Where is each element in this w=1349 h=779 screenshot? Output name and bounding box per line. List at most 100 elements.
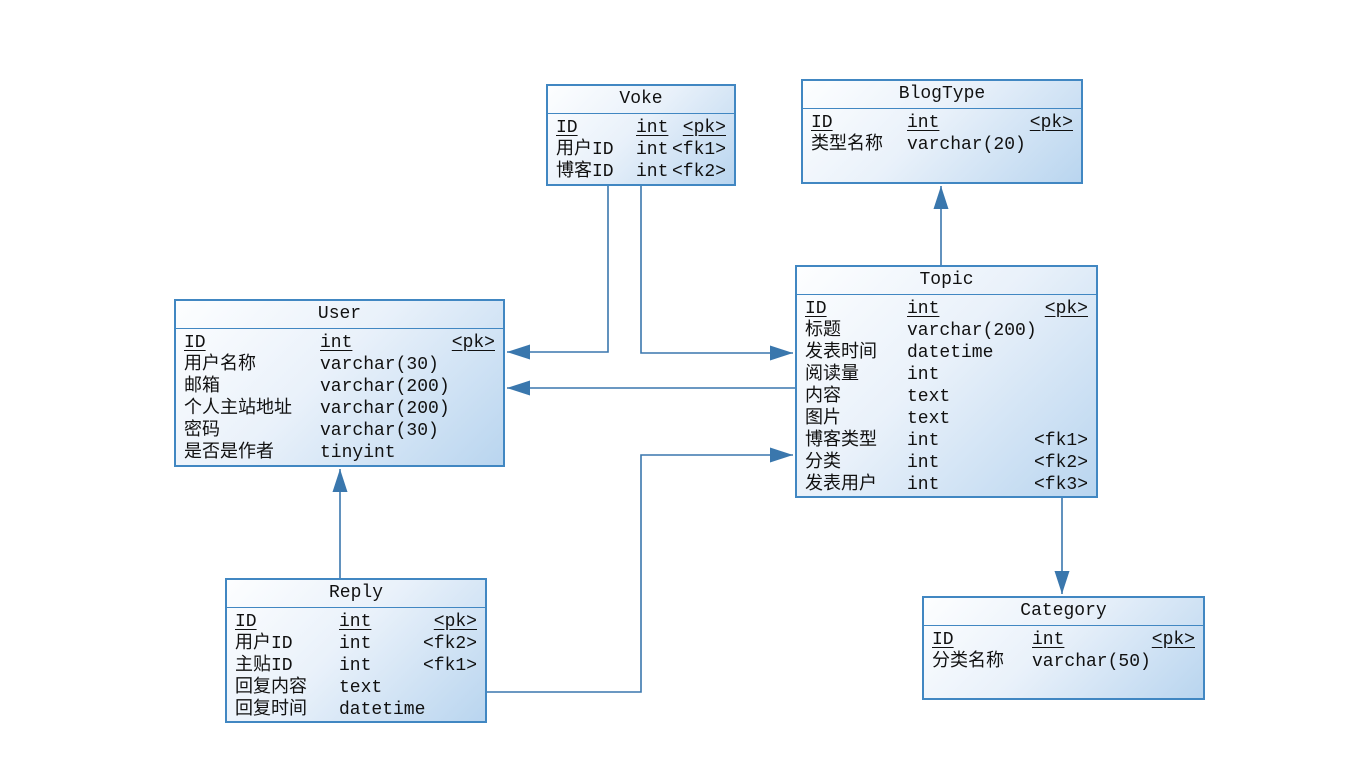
connector-topic-to-blogtype [933,186,949,265]
attribute-key: <fk2> [671,162,726,182]
entity-title-blogtype: BlogType [803,81,1081,109]
attribute-type: int [907,113,940,133]
attribute-type: int [636,140,669,160]
attribute-name: ID [811,113,833,133]
attribute-type: int [1032,630,1065,650]
attribute-key: <pk> [433,612,477,632]
attribute-name: 用户ID [235,634,293,654]
attribute-key: <fk2> [422,634,477,654]
attribute-type: int [907,299,940,319]
attribute-row: 发表用户 int <fk3> [805,474,1088,496]
attribute-name: ID [184,333,206,353]
attribute-name: 图片 [805,409,841,429]
attribute-name: 密码 [184,421,220,441]
attribute-type: varchar(50) [1032,652,1151,672]
attribute-type: int [636,162,669,182]
attribute-key: <pk> [1151,630,1195,650]
attribute-key: <pk> [682,118,726,138]
attribute-row: ID int <pk> [556,117,726,139]
attribute-row: 博客ID int<fk2> [556,161,726,183]
arrowhead-icon [770,345,793,361]
entity-attributes: ID int <pk> 分类名称 varchar(50) [924,626,1203,673]
attribute-type: int [907,431,940,451]
attribute-key: <fk2> [1033,453,1088,473]
attribute-name: 博客类型 [805,431,877,451]
attribute-key: <fk3> [1033,475,1088,495]
attribute-row: 个人主站地址 varchar(200) [184,398,495,420]
attribute-type: datetime [339,700,426,720]
attribute-name: 回复内容 [235,678,307,698]
attribute-type: varchar(30) [320,355,439,375]
connector-topic-to-category [1054,498,1070,594]
attribute-name: 阅读量 [805,365,859,385]
arrowhead-icon [332,469,348,492]
attribute-name: 个人主站地址 [184,399,292,419]
arrowhead-icon [933,186,949,209]
attribute-name: 博客ID [556,162,614,182]
attribute-type: varchar(30) [320,421,439,441]
attribute-type: varchar(200) [320,399,450,419]
attribute-type: int [907,475,940,495]
attribute-row: 回复时间 datetime [235,699,477,721]
attribute-type: int [339,656,372,676]
attribute-type: varchar(200) [907,321,1037,341]
connector-voke-to-user [507,186,609,360]
attribute-type: varchar(200) [320,377,450,397]
arrowhead-icon [507,380,530,396]
attribute-key: <pk> [1029,113,1073,133]
attribute-key: <fk1> [671,140,726,160]
attribute-row: 用户名称 varchar(30) [184,354,495,376]
attribute-name: 分类名称 [932,652,1004,672]
entity-title-category: Category [924,598,1203,626]
attribute-name: 主贴ID [235,656,293,676]
attribute-type: int [636,118,669,138]
attribute-type: varchar(20) [907,135,1026,155]
attribute-type: datetime [907,343,994,363]
attribute-name: ID [932,630,954,650]
attribute-type: int [339,634,372,654]
attribute-row: 图片 text [805,408,1088,430]
attribute-name: 用户ID [556,140,614,160]
attribute-name: ID [235,612,257,632]
entity-title-topic: Topic [797,267,1096,295]
attribute-row: 用户ID int <fk2> [235,633,477,655]
attribute-name: 回复时间 [235,700,307,720]
entity-title-user: User [176,301,503,329]
attribute-row: 密码 varchar(30) [184,420,495,442]
attribute-type: text [907,409,951,429]
entity-title-reply: Reply [227,580,485,608]
attribute-name: 发表用户 [805,475,877,495]
attribute-name: ID [805,299,827,319]
attribute-row: 类型名称 varchar(20) [811,134,1073,156]
attribute-type: int [907,453,940,473]
attribute-name: ID [556,118,578,138]
attribute-type: int [907,365,940,385]
attribute-name: 类型名称 [811,135,883,155]
attribute-row: 分类名称 varchar(50) [932,651,1195,673]
attribute-row: ID int <pk> [811,112,1073,134]
attribute-name: 用户名称 [184,355,256,375]
connector-voke-to-topic [640,186,793,361]
